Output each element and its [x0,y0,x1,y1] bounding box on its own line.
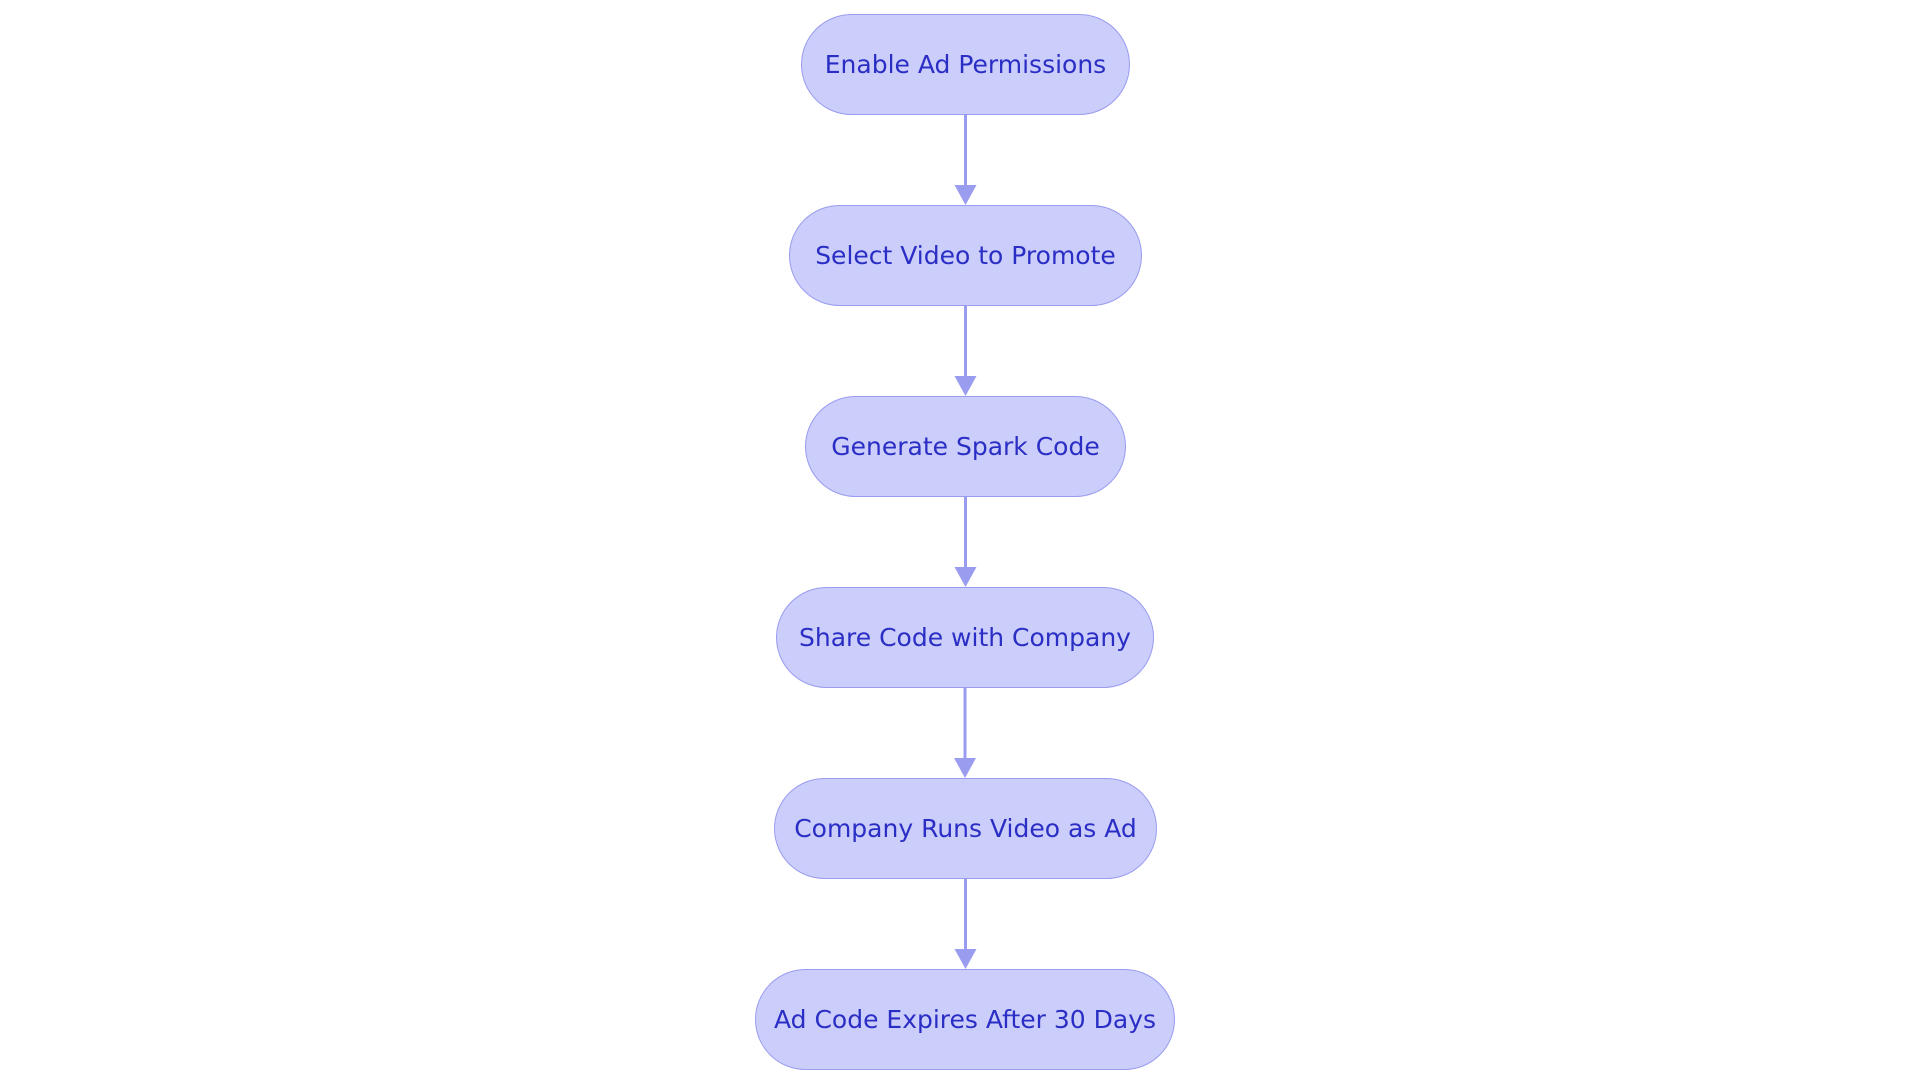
edge-n3-n4 [954,497,977,587]
node-label: Company Runs Video as Ad [794,814,1137,843]
node-share-code-with-company: Share Code with Company [776,587,1154,688]
node-select-video-to-promote: Select Video to Promote [789,205,1142,306]
node-label: Select Video to Promote [815,241,1116,270]
node-label: Share Code with Company [799,623,1131,652]
arrowhead-icon [954,949,977,969]
node-label: Enable Ad Permissions [824,50,1107,79]
arrowhead-icon [954,376,977,396]
node-enable-ad-permissions: Enable Ad Permissions [801,14,1130,115]
node-label: Ad Code Expires After 30 Days [773,1005,1157,1034]
arrowhead-icon [954,185,977,205]
arrowhead-icon [954,758,976,778]
edge-n1-n2 [954,115,977,205]
node-ad-code-expires: Ad Code Expires After 30 Days [755,969,1175,1070]
node-company-runs-video-as-ad: Company Runs Video as Ad [774,778,1157,879]
edge-n5-n6 [954,879,977,969]
edge-n4-n5 [954,688,976,778]
node-label: Generate Spark Code [831,432,1100,461]
node-generate-spark-code: Generate Spark Code [805,396,1126,497]
arrowhead-icon [954,567,977,587]
edge-n2-n3 [954,306,977,396]
